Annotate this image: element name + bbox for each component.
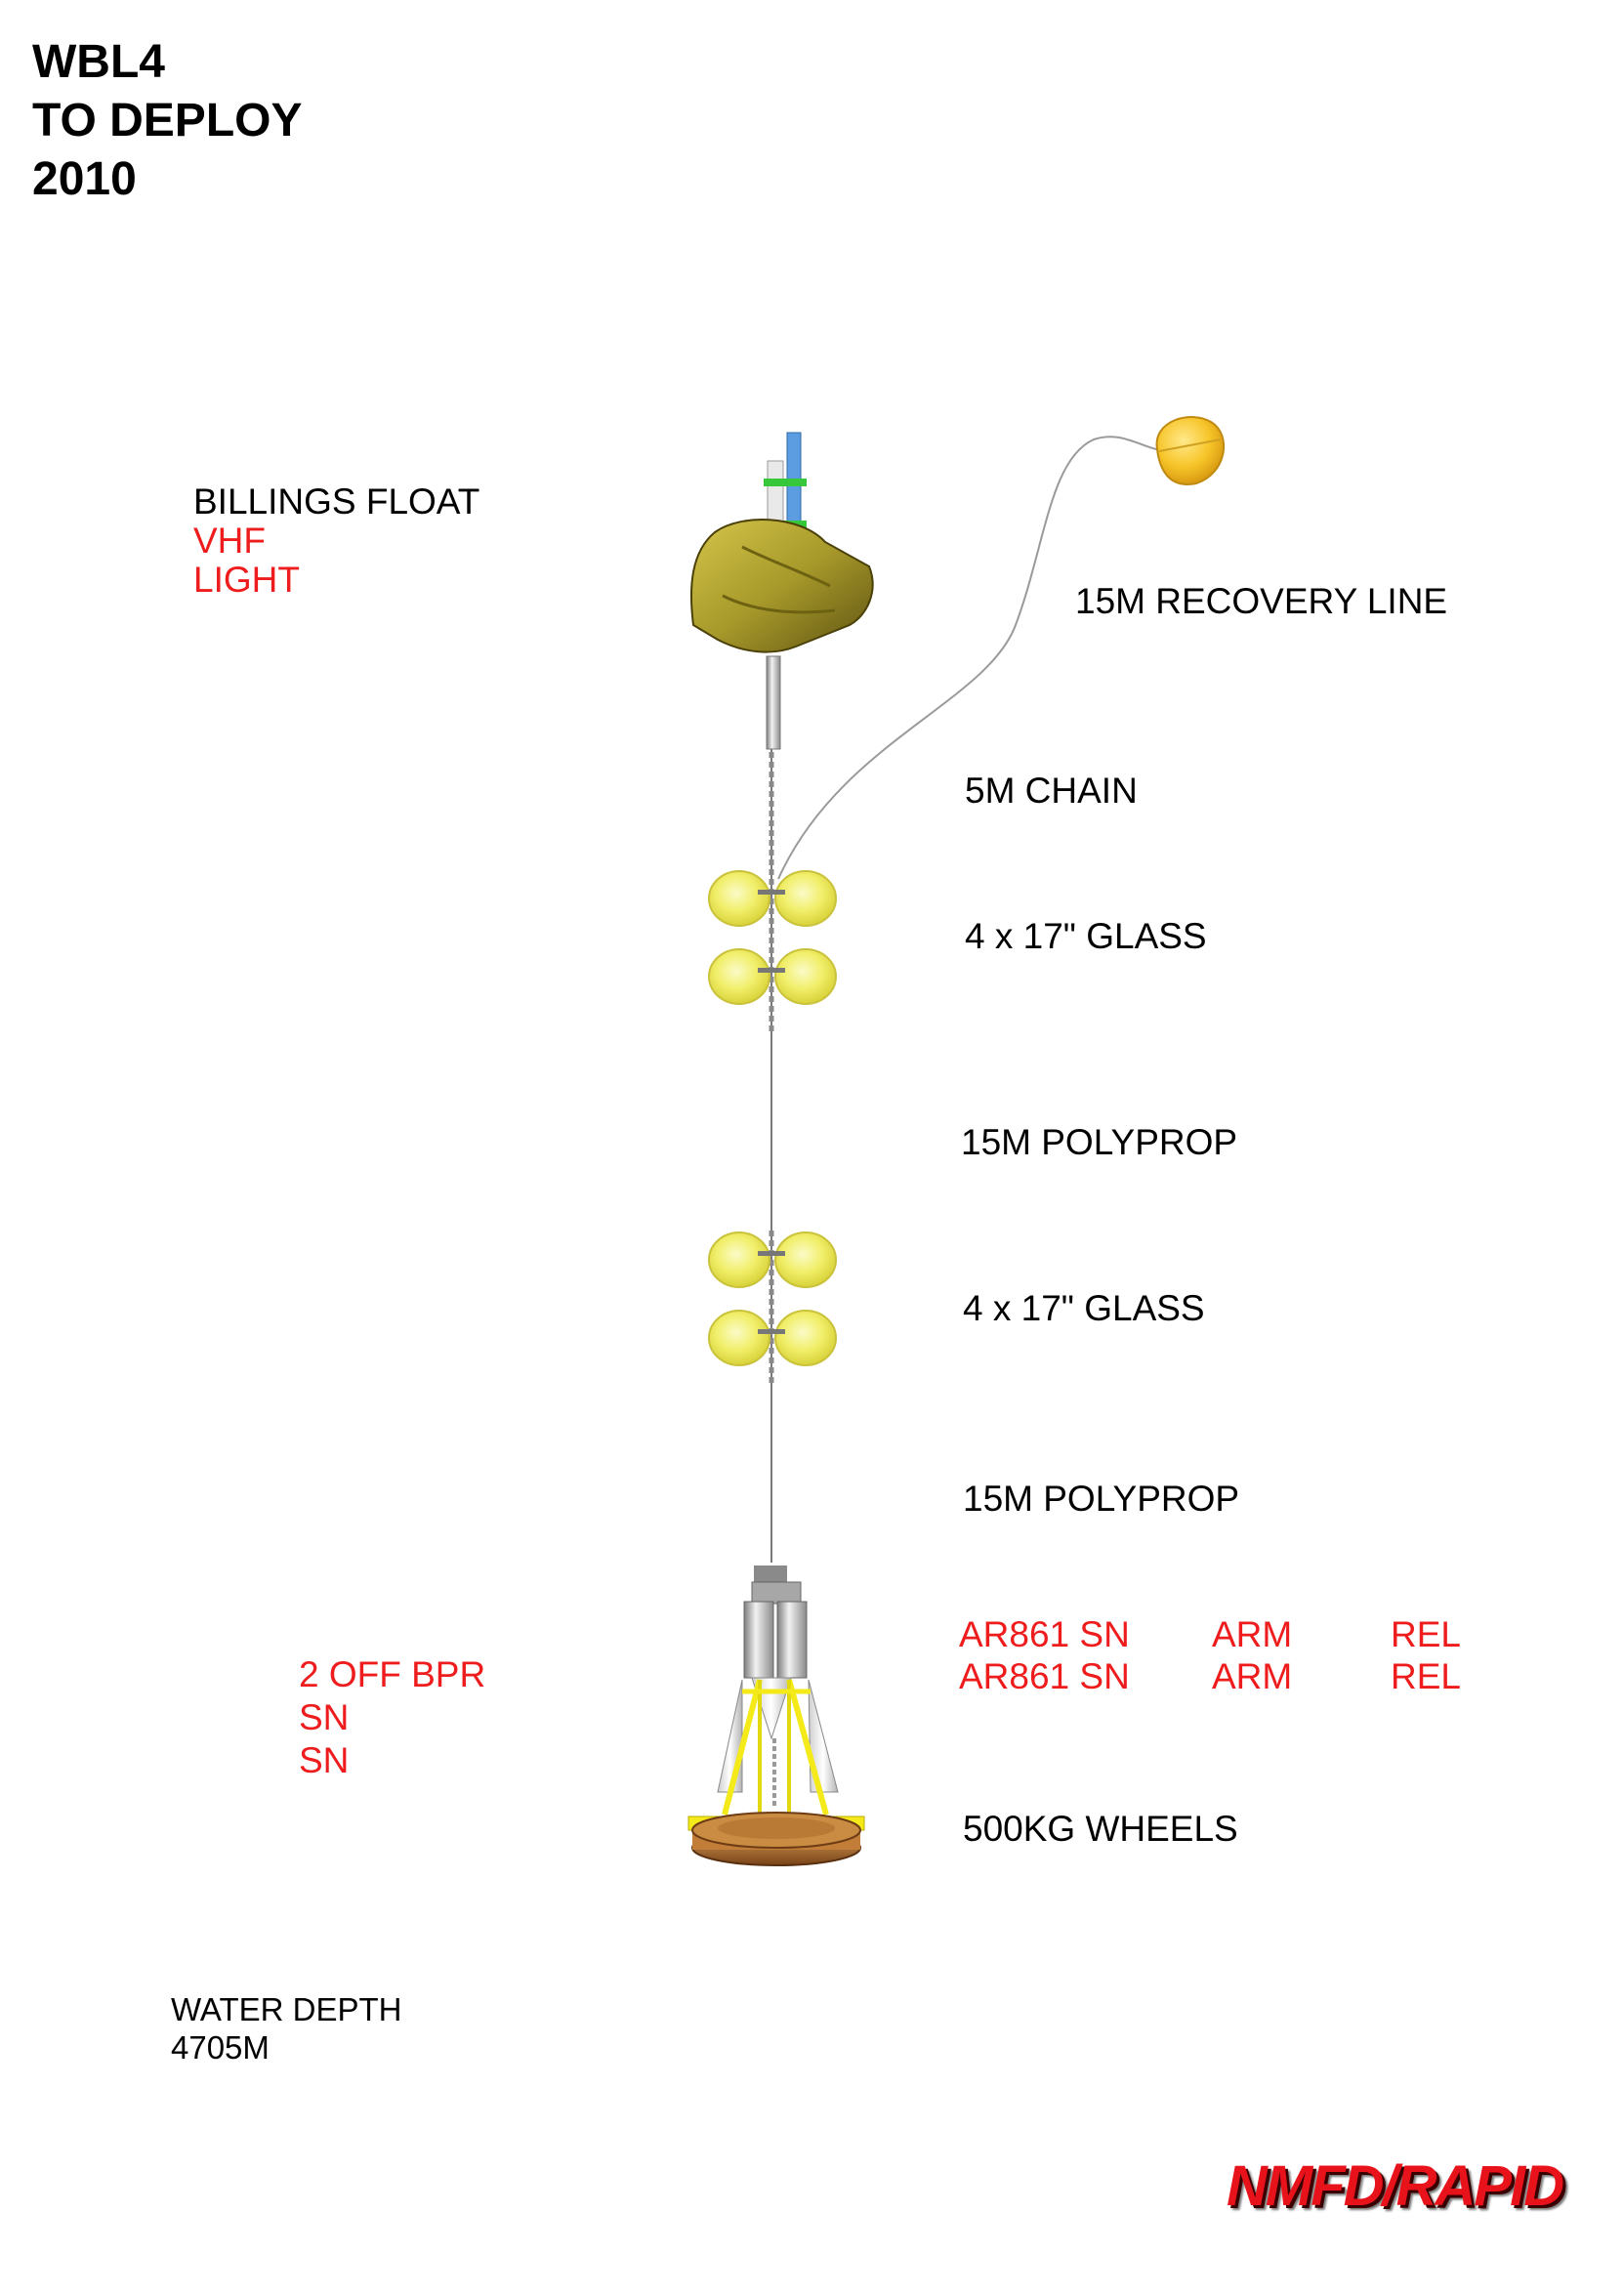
recovery-line-label: 15M RECOVERY LINE <box>1075 581 1448 621</box>
release-2-model: AR861 SN <box>959 1656 1130 1696</box>
release-1-rel: REL <box>1391 1614 1461 1654</box>
billings-float <box>689 432 874 750</box>
recovery-line <box>777 436 1168 880</box>
polyprop-lower-label: 15M POLYPROP <box>963 1479 1240 1519</box>
glass-group-lower <box>708 1231 837 1366</box>
chain-label: 5M CHAIN <box>965 771 1138 811</box>
release-2-arm: ARM <box>1212 1656 1293 1696</box>
deploy-year: 2010 <box>32 153 137 205</box>
nmfd-rapid-logo: NMFD/RAPID <box>1227 2154 1564 2218</box>
bpr-sn1-label: SN <box>299 1697 350 1737</box>
float-light-label: LIGHT <box>193 560 300 600</box>
anchor-wheels <box>691 1812 861 1866</box>
water-depth-label: WATER DEPTH <box>171 1991 402 2027</box>
release-1-arm: ARM <box>1212 1614 1293 1654</box>
glass-lower-label: 4 x 17" GLASS <box>963 1288 1205 1328</box>
wheels-label: 500KG WHEELS <box>963 1809 1238 1849</box>
release-2-rel: REL <box>1391 1656 1461 1696</box>
mooring-id: WBL4 <box>32 36 165 88</box>
release-1-model: AR861 SN <box>959 1614 1130 1654</box>
float-name-label: BILLINGS FLOAT <box>193 481 480 522</box>
glass-upper-label: 4 x 17" GLASS <box>965 916 1207 956</box>
bpr-title-label: 2 OFF BPR <box>299 1654 486 1694</box>
release-assembly <box>687 1565 865 1831</box>
bpr-sn2-label: SN <box>299 1740 350 1780</box>
water-depth-value: 4705M <box>171 2029 270 2066</box>
glass-group-upper <box>708 870 837 1005</box>
pickup-buoy <box>1155 416 1226 485</box>
float-vhf-label: VHF <box>193 521 266 561</box>
deploy-status: TO DEPLOY <box>32 95 303 146</box>
polyprop-upper-label: 15M POLYPROP <box>961 1122 1238 1162</box>
